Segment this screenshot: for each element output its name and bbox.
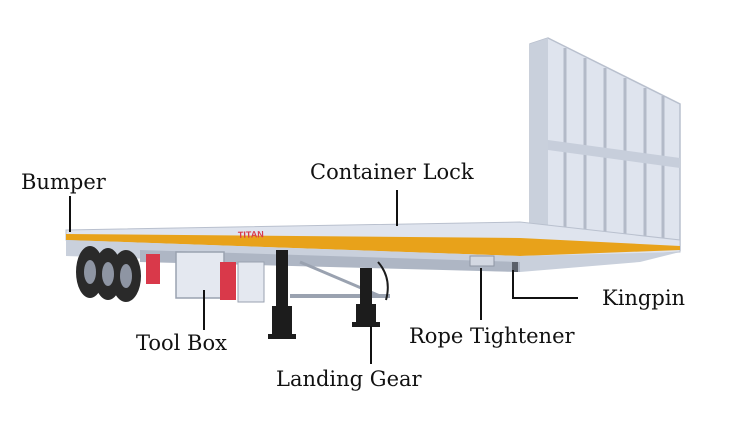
label-kingpin: Kingpin bbox=[602, 286, 686, 310]
label-landing-gear: Landing Gear bbox=[276, 367, 422, 391]
deck bbox=[65, 221, 681, 272]
headboard bbox=[529, 37, 681, 251]
brand-text: TITAN bbox=[238, 229, 264, 240]
landing-gear-illustration bbox=[268, 250, 389, 339]
front-details bbox=[469, 240, 560, 272]
label-bumper: Bumper bbox=[21, 170, 106, 194]
kingpin-leader bbox=[512, 270, 578, 299]
label-container-lock: Container Lock bbox=[310, 160, 474, 184]
tool-box-illustration bbox=[146, 251, 265, 303]
wheels bbox=[76, 246, 141, 302]
label-tool-box: Tool Box bbox=[136, 331, 227, 355]
label-rope-tightener: Rope Tightener bbox=[409, 324, 575, 348]
leader-lines bbox=[69, 190, 578, 364]
